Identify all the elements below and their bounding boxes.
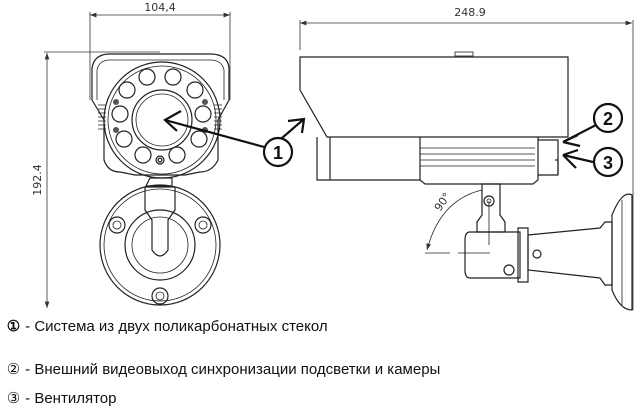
side-length-dimension: 248.9: [454, 6, 486, 19]
legend-item-2: ② - Внешний видеовыход синхронизации под…: [6, 360, 441, 378]
svg-text:1: 1: [273, 143, 283, 163]
legend-marker: ③: [6, 390, 21, 407]
legend-text: - Внешний видеовыход синхронизации подсв…: [25, 361, 441, 378]
legend-text: - Вентилятор: [25, 390, 117, 407]
legend-item-1: ① - Система из двух поликарбонатных стек…: [6, 317, 328, 335]
legend-marker: ①: [6, 318, 21, 335]
callout-3: 3: [562, 146, 624, 178]
front-view: 104,4 192.4: [31, 1, 231, 308]
tilt-angle-label: 90°: [432, 190, 454, 213]
svg-text:3: 3: [603, 153, 613, 173]
callout-2: 2: [562, 102, 624, 148]
callout-1: 1: [163, 110, 306, 168]
legend-item-3: ③ - Вентилятор: [6, 389, 117, 407]
height-dimension: 192.4: [31, 164, 44, 196]
legend-text: - Система из двух поликарбонатных стекол: [25, 318, 328, 335]
svg-text:2: 2: [603, 109, 613, 129]
side-view: 248.9 90°: [299, 6, 634, 311]
legend-marker: ②: [6, 361, 21, 378]
front-width-dimension: 104,4: [144, 1, 176, 14]
